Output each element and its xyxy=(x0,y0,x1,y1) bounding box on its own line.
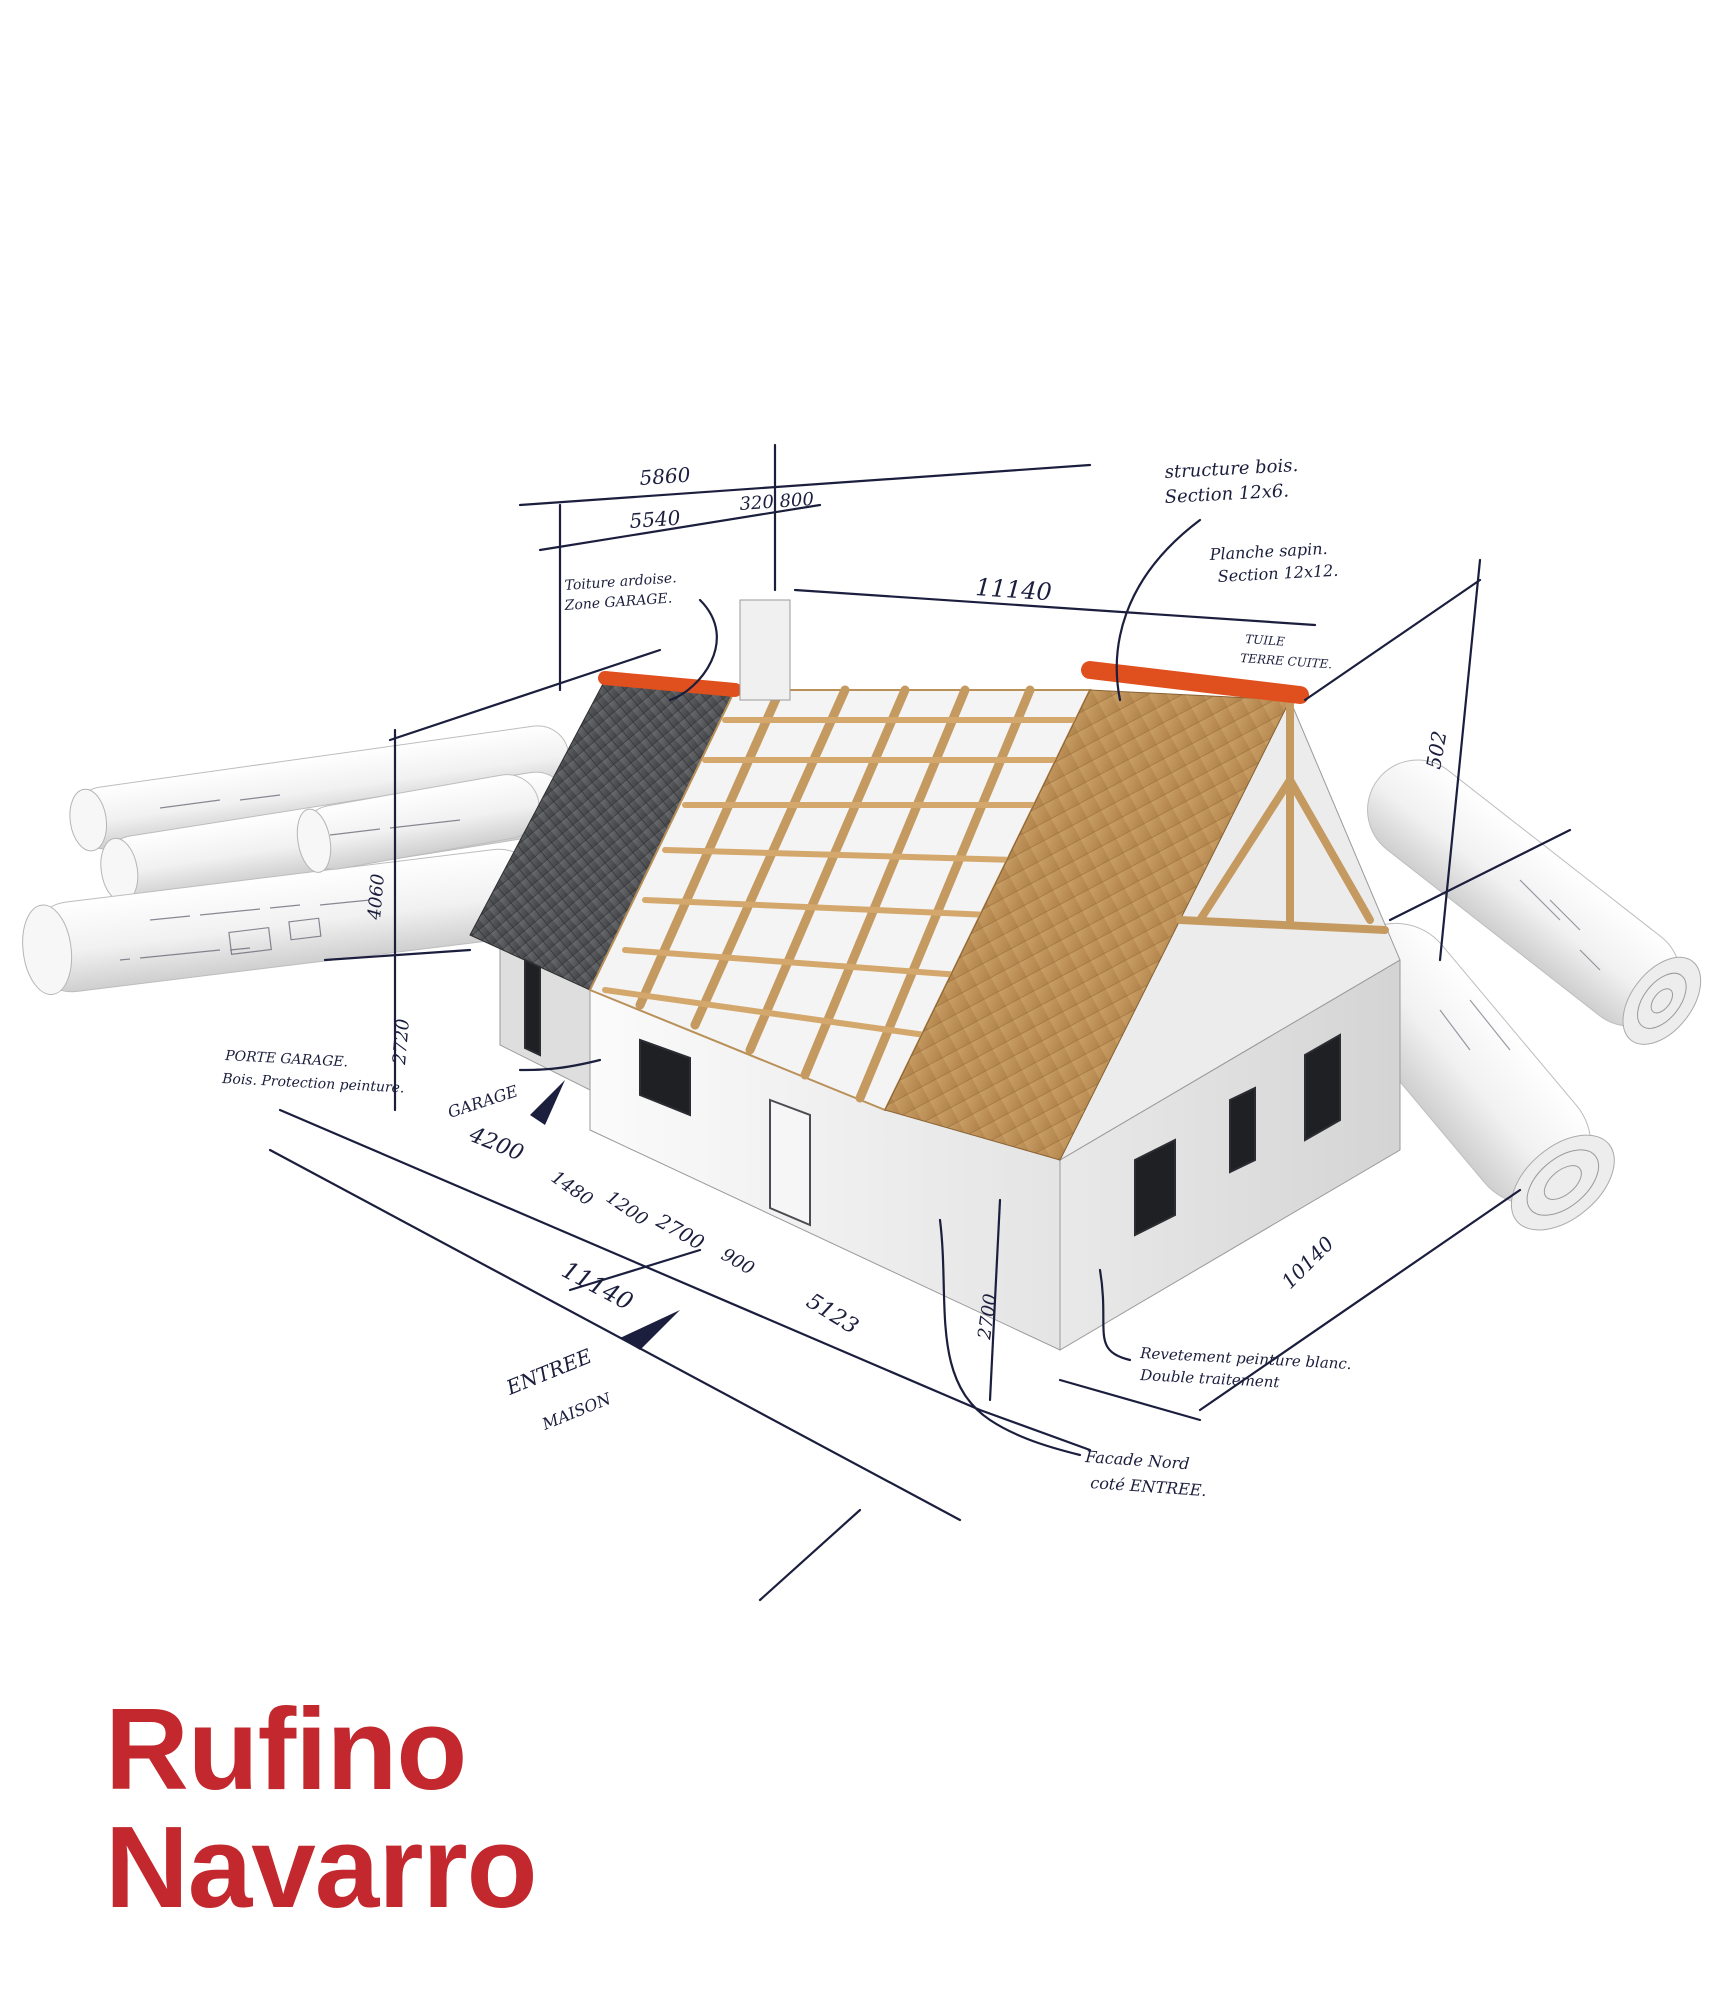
note-garage: GARAGE xyxy=(445,1081,520,1122)
garage-arrow-icon xyxy=(530,1080,565,1125)
note-entree-line2: MAISON xyxy=(538,1389,614,1434)
note-planche-line2: Section 12x12. xyxy=(1217,561,1339,586)
note-dim-ridge: 11140 xyxy=(975,573,1053,606)
note-dim-front-2: 1200 xyxy=(602,1187,652,1230)
note-dim-garage: 4200 xyxy=(465,1122,527,1167)
note-dim-front-3: 2700 xyxy=(652,1208,709,1255)
ridge-tiles xyxy=(598,661,1309,704)
note-planche-line1: Planche sapin. xyxy=(1208,539,1328,564)
brand-logo: Rufino Navarro xyxy=(105,1690,825,1926)
note-toiture-line2: Zone GARAGE. xyxy=(563,591,673,615)
note-facade-line2: coté ENTREE. xyxy=(1090,1473,1207,1500)
note-structure-line2: Section 12x6. xyxy=(1164,481,1289,508)
note-dim-wall-height: 2720 xyxy=(389,1018,414,1066)
note-dim-left-height: 4060 xyxy=(364,873,389,921)
note-dim-top-right: 320 800 xyxy=(739,489,815,515)
note-dim-front-total: 11140 xyxy=(557,1256,638,1317)
entree-arrow-icon xyxy=(620,1310,680,1350)
note-tuile-line1: TUILE xyxy=(1245,632,1286,649)
note-porte-garage-line2: Bois. Protection peinture. xyxy=(221,1071,405,1097)
note-dim-front-4: 900 xyxy=(718,1244,758,1279)
note-facade-line1: Facade Nord xyxy=(1084,1447,1190,1473)
note-entree-line1: ENTREE xyxy=(502,1344,595,1400)
note-dim-front-1: 1480 xyxy=(547,1167,597,1210)
note-tuile-line2: TERRE CUITE. xyxy=(1240,651,1333,671)
brand-name-line1: Rufino xyxy=(105,1684,467,1814)
note-dim-side-total: 10140 xyxy=(1277,1231,1339,1293)
note-dim-top-left: 5540 xyxy=(629,505,682,533)
house-model xyxy=(469,599,1401,1351)
note-dim-front-side: 5123 xyxy=(802,1289,863,1340)
note-structure-line1: structure bois. xyxy=(1164,455,1299,483)
note-toiture-line1: Toiture ardoise. xyxy=(564,570,677,594)
note-porte-garage-line1: PORTE GARAGE. xyxy=(224,1048,349,1070)
sketch-dimension-lines xyxy=(268,443,1572,1602)
brand-name-line2: Navarro xyxy=(105,1802,537,1932)
note-dim-right-height: 502 xyxy=(1421,729,1451,771)
blueprint-rolls-left xyxy=(22,725,570,995)
note-dim-top-total: 5860 xyxy=(639,462,692,490)
